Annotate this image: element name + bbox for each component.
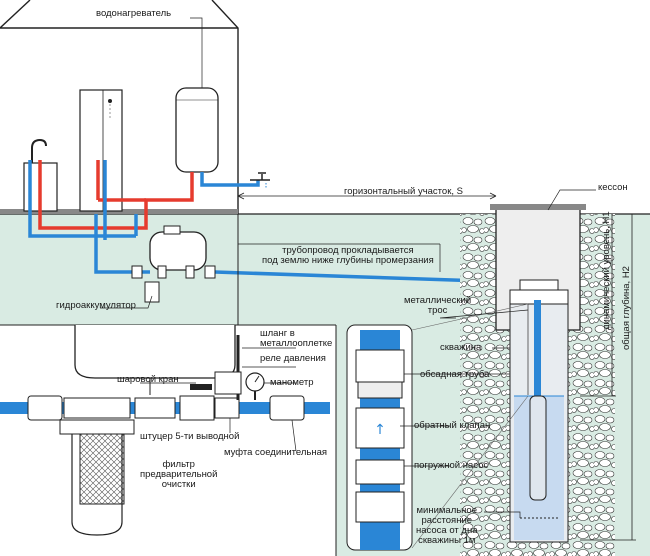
label-dynamic-level: динамический уровень, H1	[601, 211, 612, 330]
dimension-lines	[237, 192, 636, 541]
pipe-fittings	[131, 265, 216, 279]
leader-lines	[100, 17, 596, 518]
filter-housing-top	[59, 419, 135, 435]
label-accumulator: гидроаккумулятор	[56, 300, 136, 311]
filter-mesh	[79, 433, 125, 505]
shower-stall	[79, 89, 123, 212]
label-ball-valve: шаровой кран	[117, 374, 179, 385]
outdoor-tap-icon	[250, 172, 270, 181]
accumulator-small	[149, 231, 207, 271]
house	[0, 0, 239, 214]
label-metal-cable: металлический трос	[404, 295, 472, 316]
label-pressure-switch: реле давления	[260, 353, 326, 364]
submersible-pump	[529, 395, 547, 501]
label-hose: шланг в металлооплетке	[260, 328, 333, 349]
gravel-right	[575, 214, 615, 556]
ball-valve-handle	[190, 384, 212, 390]
label-fitting: штуцер 5-ти выводной	[140, 431, 240, 442]
label-casing-pipe: обсадная труба	[420, 369, 490, 380]
filter-bowl	[71, 434, 123, 536]
inset-pipe	[0, 395, 330, 421]
svg-text:↑: ↑	[374, 422, 386, 438]
label-caisson: кессон	[598, 182, 628, 193]
label-horizontal-section: горизонтальный участок, S	[344, 186, 463, 197]
pressure-switch	[214, 371, 242, 395]
label-total-depth: общая глубина, H2	[621, 266, 632, 350]
label-filter: фильтр предварительной очистки	[140, 459, 218, 490]
gravel-left	[460, 214, 500, 556]
accumulator-large	[74, 325, 236, 379]
label-manometer: манометр	[270, 377, 314, 388]
label-water-heater: водонагреватель	[96, 8, 172, 19]
label-check-valve: обратный клапан	[414, 420, 491, 431]
label-min-distance: минимальное расстояние насоса от дна скв…	[416, 505, 478, 546]
label-coupling: муфта соединительная	[224, 447, 328, 458]
filter-small	[144, 281, 160, 303]
faucet-icon	[31, 138, 47, 163]
shower-head-icon	[108, 99, 112, 103]
label-well: скважина	[440, 342, 482, 353]
label-submersible-pump: погружной насос	[414, 460, 489, 471]
label-pipeline: трубопровод прокладывается под землю ниж…	[262, 245, 434, 266]
water-heater	[175, 87, 219, 173]
